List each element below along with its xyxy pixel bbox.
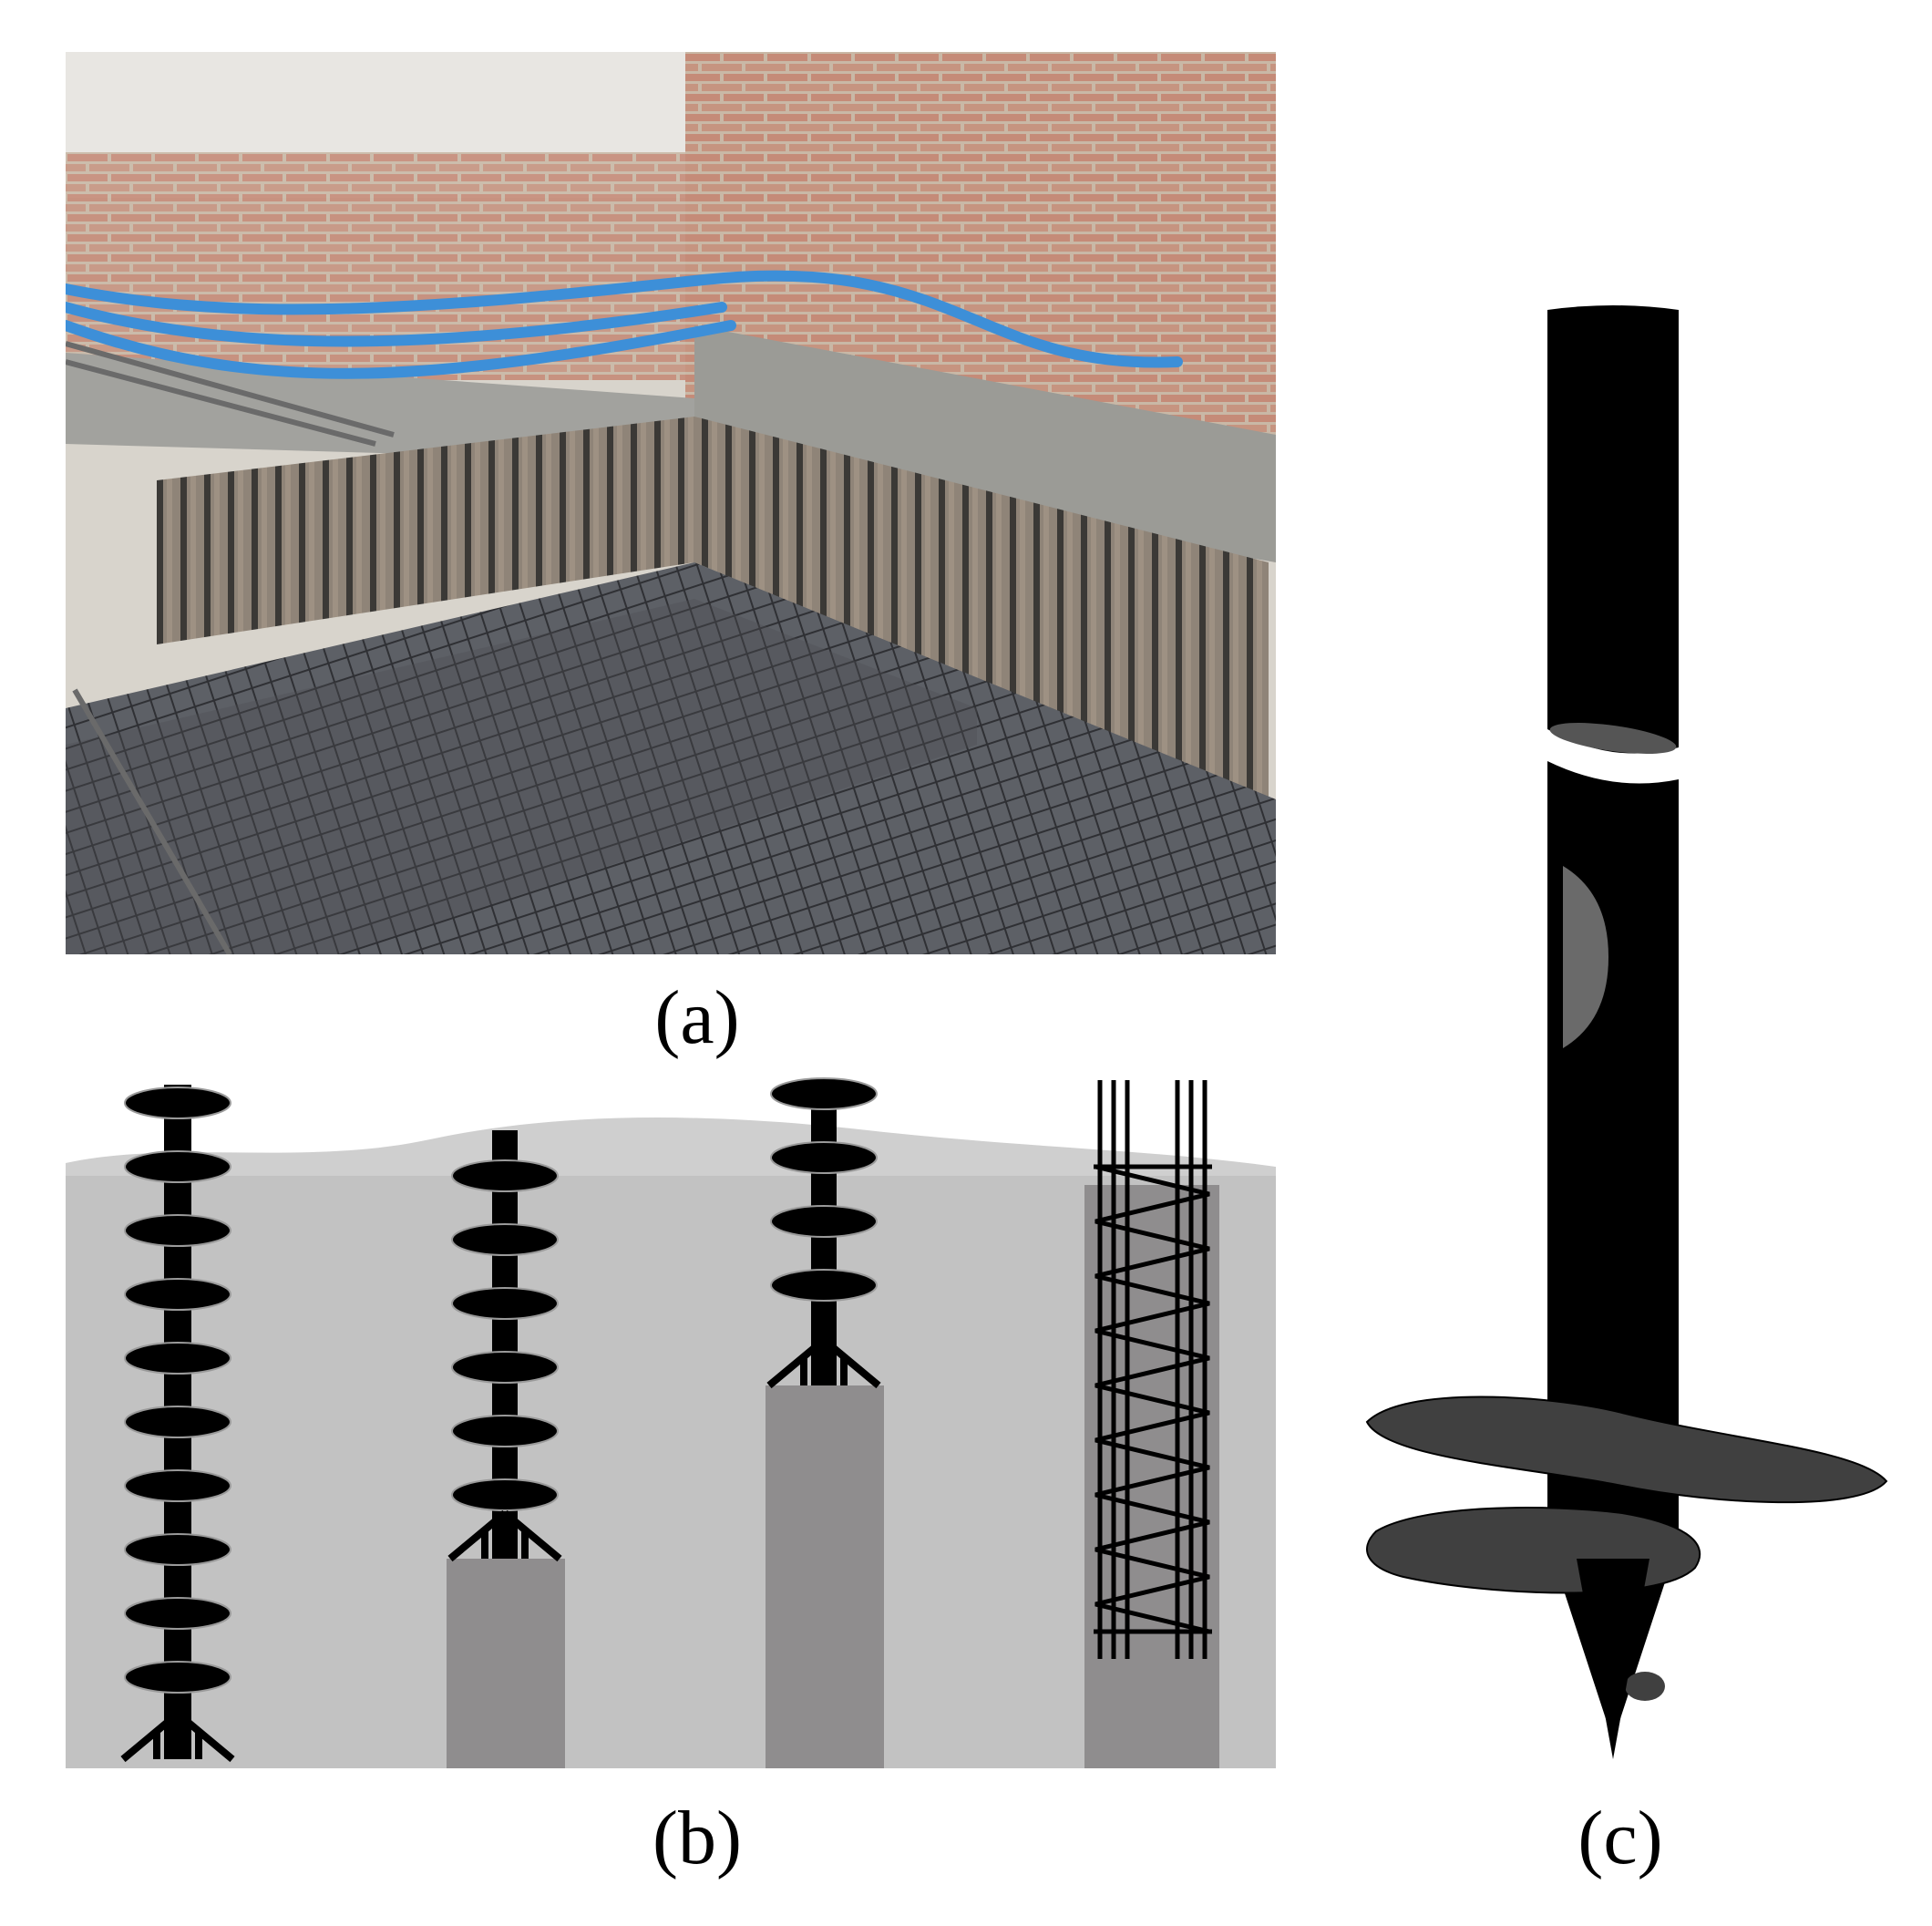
auger-flights — [770, 1077, 878, 1302]
stage-2-grouting — [447, 1130, 565, 1768]
stage-3-grouting — [766, 1077, 884, 1768]
pile-wall-right — [694, 417, 1269, 799]
caption-c: (c) — [1577, 1796, 1663, 1880]
helical-pile-model — [1365, 305, 1888, 1759]
auger-flights — [124, 1087, 231, 1694]
installation-stages-diagram — [66, 1077, 1276, 1768]
shaft-window — [1563, 866, 1608, 1048]
tip-collar — [1625, 1672, 1665, 1701]
auger-tip — [766, 1336, 881, 1389]
blue-hoses — [66, 270, 1183, 379]
grout-column — [766, 1385, 884, 1768]
grout-column — [447, 1559, 565, 1768]
soil-body — [66, 1176, 1276, 1768]
helix-blade-upper — [1365, 1396, 1888, 1504]
lower-shaft-segment — [1547, 761, 1679, 1741]
construction-photo — [66, 52, 1276, 954]
concrete-beam-right — [694, 325, 1276, 562]
auger-tip — [447, 1509, 562, 1562]
stage-4-reinforcement — [1084, 1080, 1219, 1768]
stage-1-auger — [120, 1085, 235, 1763]
auger-tip — [120, 1710, 235, 1763]
pile-tip — [1577, 1559, 1649, 1759]
pile-wall-left — [157, 417, 694, 644]
steel-rods — [66, 341, 395, 954]
upper-shaft-segment — [1547, 305, 1679, 754]
rebar-cage — [1094, 1080, 1212, 1659]
auger-flights — [451, 1159, 559, 1511]
caption-a: (a) — [654, 975, 740, 1060]
grout-column — [1084, 1185, 1219, 1768]
rebar-mesh-front — [66, 599, 977, 954]
concrete-beam-left — [66, 353, 694, 462]
caption-b: (b) — [653, 1796, 742, 1880]
rebar-mesh-floor — [66, 562, 1276, 954]
helix-blade-lower — [1366, 1507, 1701, 1594]
